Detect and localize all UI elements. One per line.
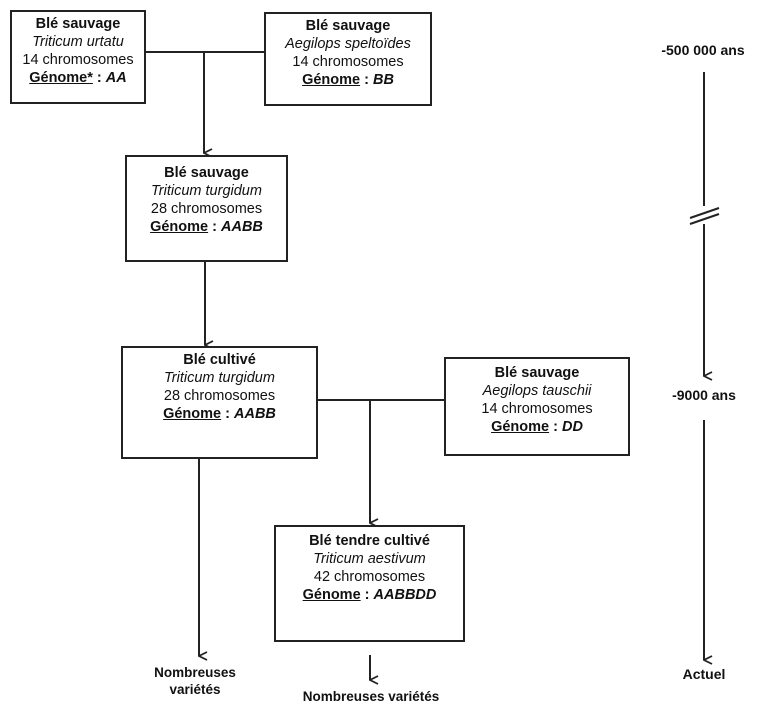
box-genome: Génome : AABBDD [276, 586, 463, 604]
box-species: Triticum turgidum [151, 183, 262, 199]
box-title: Blé tendre cultivé [309, 533, 430, 549]
box-title: Blé sauvage [164, 165, 249, 181]
genome-label: Génome [163, 406, 222, 422]
genome-label: Génome [302, 587, 361, 603]
box-genome: Génome : AABB [123, 405, 316, 423]
box-species: Triticum turgidum [164, 370, 275, 386]
box-chromosomes: 42 chromosomes [313, 569, 426, 585]
outcome-label-bottom: Nombreuses variétés [302, 689, 440, 704]
box-chromosomes: 28 chromosomes [150, 201, 263, 217]
box-species: Aegilops tauschii [482, 383, 592, 399]
box-genome: Génome : AABB [127, 218, 286, 236]
box-aegilops-tauschii: Blé sauvage Aegilops tauschii 14 chromos… [444, 357, 630, 456]
box-species: Triticum urtatu [32, 34, 124, 50]
outcome-label-left: Nombreuses variétés [130, 664, 260, 698]
genome-value: AABB [221, 219, 263, 235]
box-triticum-urtatu: Blé sauvage Triticum urtatu 14 chromosom… [10, 10, 146, 104]
box-chromosomes: 28 chromosomes [163, 388, 276, 404]
genome-separator: : [360, 587, 374, 603]
genome-value: AABBDD [373, 587, 437, 603]
box-genome: Génome* : AA [12, 69, 144, 87]
box-triticum-turgidum-wild: Blé sauvage Triticum turgidum 28 chromos… [125, 155, 288, 262]
box-genome: Génome : BB [266, 71, 430, 89]
box-aegilops-speltoides: Blé sauvage Aegilops speltoïdes 14 chrom… [264, 12, 432, 106]
timeline-break-1 [689, 207, 720, 219]
timeline-break-2 [689, 213, 720, 225]
timeline-start-label: -500 000 ans [661, 42, 745, 58]
genome-label: Génome [150, 219, 209, 235]
box-triticum-aestivum: Blé tendre cultivé Triticum aestivum 42 … [274, 525, 465, 642]
box-title: Blé cultivé [183, 352, 256, 368]
genome-separator: : [221, 406, 234, 422]
outcome-left-line1: Nombreuses [154, 665, 236, 680]
genome-value: AA [105, 70, 127, 86]
box-title: Blé sauvage [494, 365, 580, 381]
box-chromosomes: 14 chromosomes [292, 54, 404, 70]
box-species: Triticum aestivum [313, 551, 426, 567]
box-title: Blé sauvage [305, 18, 391, 34]
genome-value: BB [372, 72, 394, 88]
genome-label: Génome [491, 419, 550, 435]
genome-value: DD [561, 419, 583, 435]
genome-value: AABB [234, 406, 276, 422]
box-chromosomes: 14 chromosomes [22, 52, 134, 68]
box-triticum-turgidum-cultivated: Blé cultivé Triticum turgidum 28 chromos… [121, 346, 318, 459]
timeline-end-label: Actuel [682, 666, 726, 682]
genome-separator: : [208, 219, 221, 235]
genome-label: Génome* [29, 70, 93, 86]
genome-separator: : [92, 70, 106, 86]
genome-separator: : [549, 419, 562, 435]
box-species: Aegilops speltoïdes [285, 36, 411, 52]
box-chromosomes: 14 chromosomes [481, 401, 593, 417]
timeline-middle-label: -9000 ans [672, 387, 736, 403]
box-genome: Génome : DD [446, 418, 628, 436]
genome-separator: : [360, 72, 373, 88]
box-title: Blé sauvage [35, 16, 121, 32]
outcome-left-line2: variétés [169, 682, 221, 697]
genome-label: Génome [302, 72, 361, 88]
